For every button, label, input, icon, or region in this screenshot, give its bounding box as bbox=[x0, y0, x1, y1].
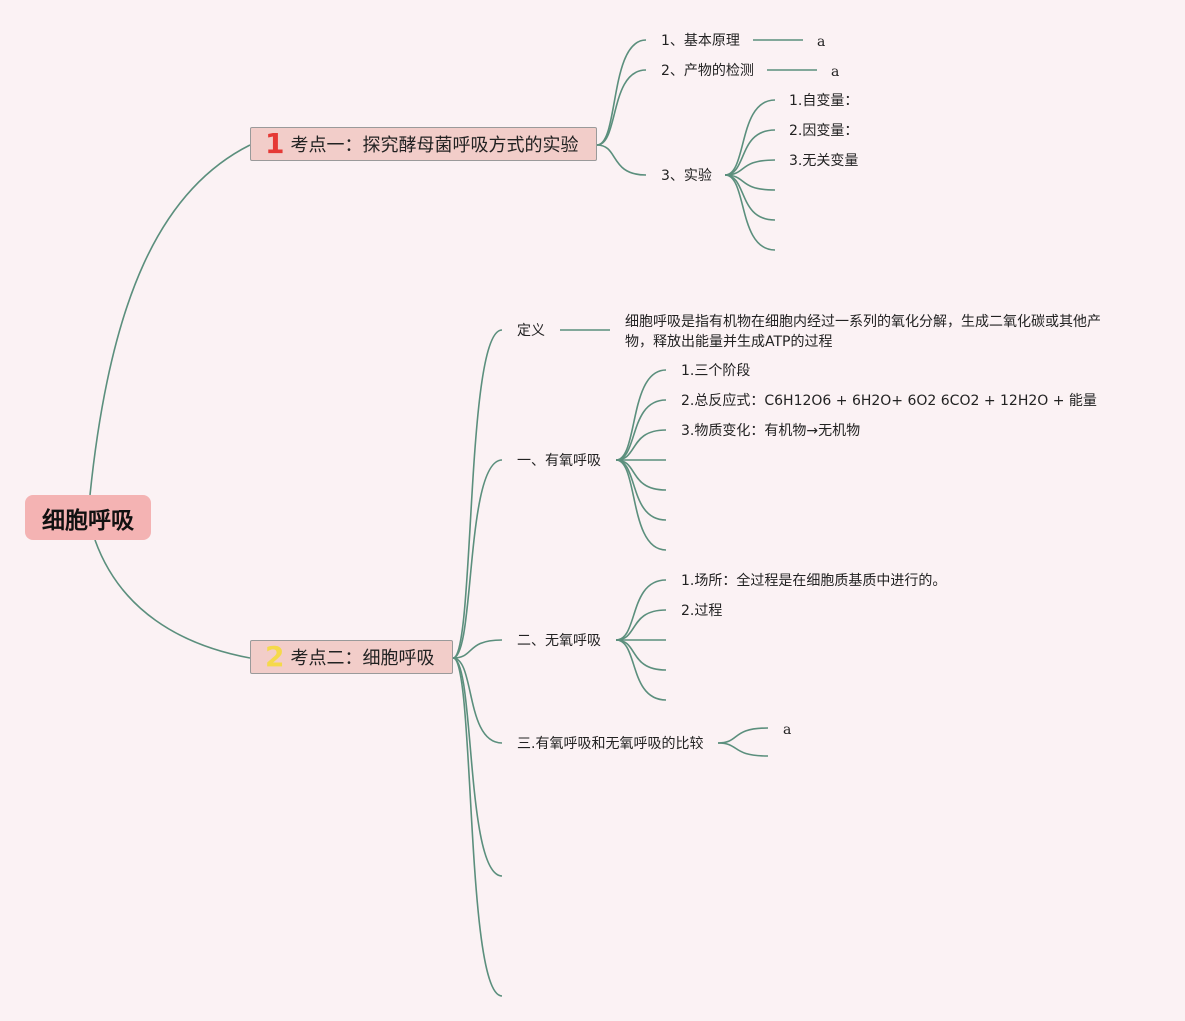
link-aerobic-child-6 bbox=[615, 459, 667, 551]
link-t1-principle bbox=[596, 39, 647, 146]
link-t2-blank-1 bbox=[452, 657, 503, 877]
link-aerobic-child-1 bbox=[615, 399, 667, 461]
badge-2: 2 bbox=[265, 640, 285, 673]
node-comparison[interactable]: 三.有氧呼吸和无氧呼吸的比较 bbox=[517, 736, 704, 752]
link-t2-aerobic bbox=[452, 459, 503, 659]
topic-2-node[interactable]: 2 考点二：细胞呼吸 bbox=[250, 640, 453, 674]
node-independent-variable[interactable]: 1.自变量： bbox=[789, 93, 859, 109]
node-dependent-variable[interactable]: 2.因变量： bbox=[789, 123, 859, 139]
leaf-comparison[interactable]: a bbox=[783, 722, 792, 738]
link-root-topic2 bbox=[94, 539, 251, 659]
link-experiment-child-4 bbox=[724, 174, 776, 221]
link-experiment-child-1 bbox=[724, 129, 776, 176]
badge-1: 1 bbox=[265, 127, 285, 160]
node-three-stages[interactable]: 1.三个阶段 bbox=[681, 363, 751, 379]
leaf-product-detection[interactable]: a bbox=[831, 64, 840, 80]
node-process[interactable]: 2.过程 bbox=[681, 603, 723, 619]
link-anaerobic-child-1 bbox=[615, 609, 667, 641]
node-material-change[interactable]: 3.物质变化：有机物→无机物 bbox=[681, 423, 861, 439]
node-definition[interactable]: 定义 bbox=[517, 323, 545, 339]
root-node[interactable]: 细胞呼吸 bbox=[25, 495, 151, 540]
link-root-topic1 bbox=[89, 144, 251, 496]
link-t1-detection bbox=[596, 69, 647, 146]
node-experiment[interactable]: 3、实验 bbox=[661, 168, 712, 184]
link-t1-experiment bbox=[596, 144, 647, 176]
leaf-basic-principle[interactable]: a bbox=[817, 34, 826, 50]
node-basic-principle[interactable]: 1、基本原理 bbox=[661, 33, 740, 49]
node-aerobic[interactable]: 一、有氧呼吸 bbox=[517, 453, 601, 469]
link-aerobic-child-0 bbox=[615, 369, 667, 461]
node-irrelevant-variable[interactable]: 3.无关变量 bbox=[789, 153, 859, 169]
link-experiment-child-5 bbox=[724, 174, 776, 251]
topic-2-label: 考点二：细胞呼吸 bbox=[290, 648, 435, 669]
link-t2-definition bbox=[452, 329, 503, 659]
definition-text[interactable]: 细胞呼吸是指有机物在细胞内经过一系列的氧化分解，生成二氧化碳或其他产物，释放出能… bbox=[625, 314, 1101, 350]
link-experiment-child-0 bbox=[724, 99, 776, 176]
topic-1-node[interactable]: 1 考点一：探究酵母菌呼吸方式的实验 bbox=[250, 127, 597, 161]
link-comparison-leaf-1 bbox=[717, 727, 769, 744]
link-aerobic-child-2 bbox=[615, 429, 667, 461]
link-anaerobic-child-4 bbox=[615, 639, 667, 701]
node-location[interactable]: 1.场所：全过程是在细胞质基质中进行的。 bbox=[681, 573, 947, 589]
link-anaerobic-child-0 bbox=[615, 579, 667, 641]
node-anaerobic[interactable]: 二、无氧呼吸 bbox=[517, 633, 601, 649]
link-t2-anaerobic bbox=[452, 639, 503, 659]
link-t2-blank-2 bbox=[452, 657, 503, 997]
node-product-detection[interactable]: 2、产物的检测 bbox=[661, 63, 754, 79]
link-anaerobic-child-3 bbox=[615, 639, 667, 671]
link-comparison-leaf-2 bbox=[717, 742, 769, 757]
topic-1-label: 考点一：探究酵母菌呼吸方式的实验 bbox=[290, 135, 579, 156]
link-t2-comparison bbox=[452, 657, 503, 744]
node-overall-equation[interactable]: 2.总反应式：C6H12O6 + 6H2O+ 6O2 6CO2 + 12H2O … bbox=[681, 393, 1097, 409]
